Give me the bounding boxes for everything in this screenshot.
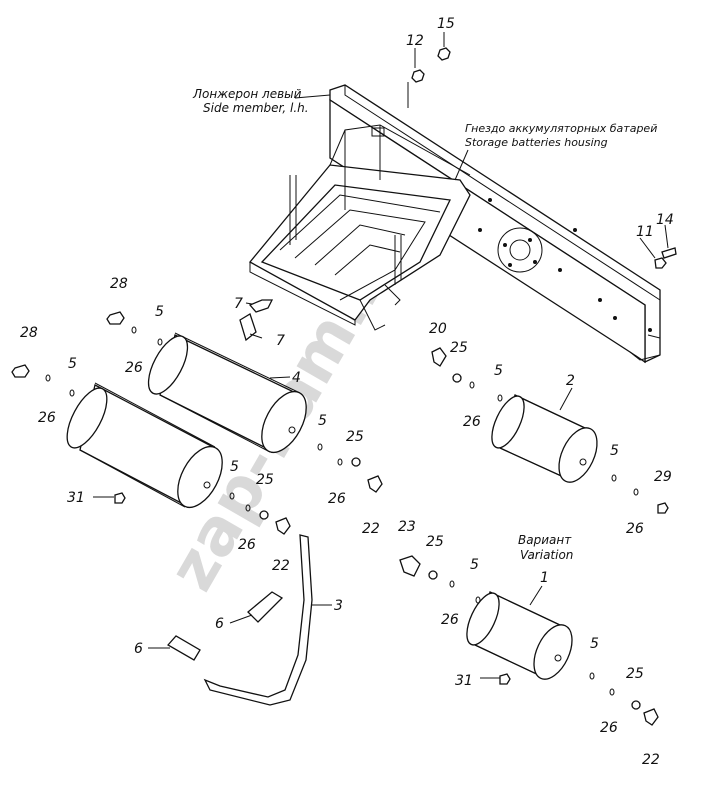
callout-2: 2 xyxy=(566,373,575,389)
leader-lines xyxy=(93,32,669,679)
callout-5a: 5 xyxy=(155,304,164,320)
pads xyxy=(166,299,284,661)
callout-22a: 22 xyxy=(362,521,380,537)
callout-5c: 5 xyxy=(318,413,327,429)
nut-15 xyxy=(437,47,451,61)
plug-28b xyxy=(11,364,30,378)
fitting-22c xyxy=(643,708,659,726)
bolt-14 xyxy=(661,247,677,259)
nut-12 xyxy=(411,69,425,83)
strap-3 xyxy=(203,534,313,706)
callout-5f: 5 xyxy=(610,443,619,459)
caption-variant-ru: Вариант xyxy=(518,533,572,547)
callout-1: 1 xyxy=(540,570,549,586)
fitting-23 xyxy=(399,555,421,577)
receiver-4 xyxy=(147,332,307,453)
drain-31b xyxy=(499,673,511,685)
callout-26h: 26 xyxy=(600,720,618,736)
callout-7a: 7 xyxy=(234,296,243,312)
callout-28a: 28 xyxy=(110,276,128,292)
pad-6b xyxy=(166,635,201,661)
battery-housing xyxy=(249,124,471,331)
fitting-22a xyxy=(367,475,383,493)
callout-12: 12 xyxy=(406,33,424,49)
small-parts xyxy=(11,311,669,726)
callout-14: 14 xyxy=(656,212,674,228)
callout-25e: 25 xyxy=(626,666,644,682)
caption-housing-ru: Гнездо аккумуляторных батарей xyxy=(465,122,657,135)
callout-20: 20 xyxy=(429,321,447,337)
callout-5d: 5 xyxy=(230,459,239,475)
receiver-2 xyxy=(491,394,598,483)
callout-26g: 26 xyxy=(441,612,459,628)
callout-5e: 5 xyxy=(494,363,503,379)
fitting-20 xyxy=(431,347,447,367)
callout-31b: 31 xyxy=(455,673,473,689)
callout-5h: 5 xyxy=(590,636,599,652)
callout-3: 3 xyxy=(334,598,343,614)
callout-26c: 26 xyxy=(328,491,346,507)
callout-4: 4 xyxy=(292,370,301,386)
top-fasteners xyxy=(407,47,677,269)
caption-housing-en: Storage batteries housing xyxy=(465,136,608,149)
callout-25a: 25 xyxy=(346,429,364,445)
drain-31a xyxy=(114,492,126,504)
callout-23: 23 xyxy=(398,519,416,535)
caption-side-member-en: Side member, l.h. xyxy=(203,101,309,115)
callout-26f: 26 xyxy=(626,521,644,537)
pad-7a xyxy=(248,299,274,313)
receiver-1 xyxy=(466,591,573,680)
callout-25d: 25 xyxy=(426,534,444,550)
callout-15: 15 xyxy=(437,16,455,32)
callout-25b: 25 xyxy=(256,472,274,488)
callout-26d: 26 xyxy=(238,537,256,553)
plug-29 xyxy=(657,502,669,514)
receiver-left xyxy=(66,382,223,508)
callout-11: 11 xyxy=(636,224,654,240)
side-member xyxy=(329,84,661,364)
pad-6a xyxy=(247,591,284,623)
plug-28a xyxy=(106,311,125,325)
callout-7b: 7 xyxy=(276,333,285,349)
callout-22b: 22 xyxy=(272,558,290,574)
callout-31a: 31 xyxy=(67,490,85,506)
callout-5g: 5 xyxy=(470,557,479,573)
callout-29: 29 xyxy=(654,469,672,485)
pad-7b xyxy=(239,313,257,342)
callout-26a: 26 xyxy=(125,360,143,376)
callout-6a: 6 xyxy=(215,616,224,632)
callout-6b: 6 xyxy=(134,641,143,657)
caption-variant-en: Variation xyxy=(520,548,573,562)
callout-25c: 25 xyxy=(450,340,468,356)
callout-28b: 28 xyxy=(20,325,38,341)
callout-26e: 26 xyxy=(463,414,481,430)
callout-26b: 26 xyxy=(38,410,56,426)
nut-11 xyxy=(654,257,667,269)
caption-side-member-ru: Лонжерон левый xyxy=(192,87,302,101)
fitting-22b xyxy=(275,517,291,535)
callout-5b: 5 xyxy=(68,356,77,372)
callout-22c: 22 xyxy=(642,752,660,768)
